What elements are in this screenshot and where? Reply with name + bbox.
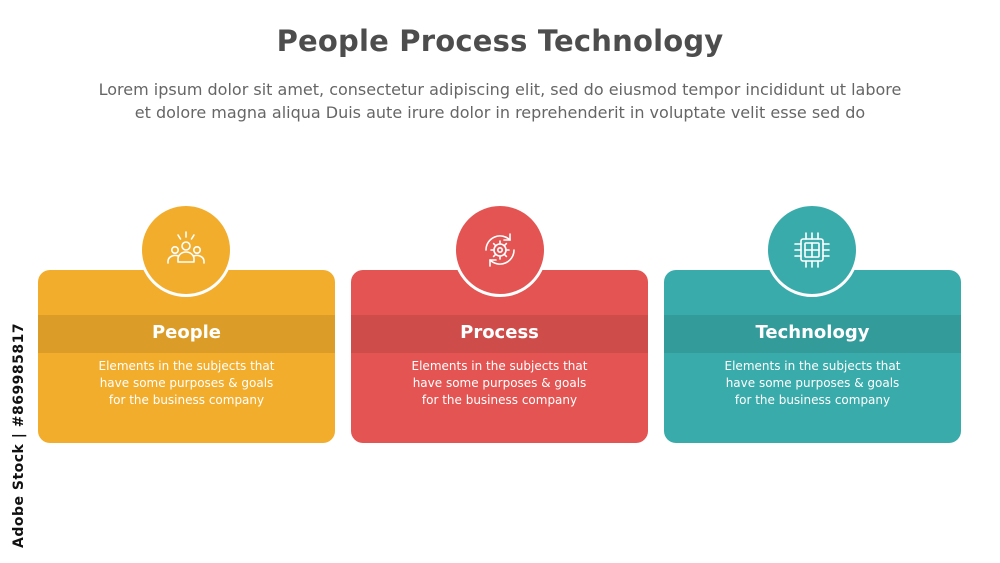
people-icon-circle [139, 203, 233, 297]
people-group-icon [167, 231, 205, 264]
card-title-band [664, 315, 961, 353]
subtitle-line-1: Lorem ipsum dolor sit amet, consectetur … [98, 80, 902, 99]
card-description: Elements in the subjects that have some … [351, 358, 648, 409]
card-description-line: Elements in the subjects that [98, 359, 275, 373]
card-description-line: for the business company [421, 393, 578, 407]
gear-cycle-icon [485, 233, 515, 267]
card-people: People Elements in the subjects that hav… [38, 270, 335, 443]
card-title: People [151, 322, 222, 343]
card-description-line: Elements in the subjects that [411, 359, 588, 373]
card-title: Process [460, 322, 539, 343]
card-title-band [38, 315, 335, 353]
page-subtitle: Lorem ipsum dolor sit amet, consectetur … [40, 78, 960, 124]
stock-watermark-label: Adobe Stock | #869985817 [11, 322, 27, 548]
subtitle-line-2: et dolore magna aliqua Duis aute irure d… [134, 103, 866, 122]
chip-icon [794, 232, 830, 268]
card-description-line: Elements in the subjects that [724, 359, 901, 373]
card-description-line: have some purposes & goals [99, 376, 274, 390]
card-description-line: for the business company [108, 393, 265, 407]
page-title: People Process Technology [276, 24, 724, 58]
process-icon-circle [453, 203, 547, 297]
card-description-line: for the business company [734, 393, 891, 407]
card-process: Process Elements in the subjects that ha… [351, 270, 648, 443]
card-technology: Technology Elements in the subjects that… [664, 270, 961, 443]
card-description-line: have some purposes & goals [725, 376, 900, 390]
technology-icon-circle [765, 203, 859, 297]
card-description: Elements in the subjects that have some … [38, 358, 335, 409]
card-title-band [351, 315, 648, 353]
card-description-line: have some purposes & goals [412, 376, 587, 390]
card-title: Technology [755, 322, 870, 343]
card-description: Elements in the subjects that have some … [664, 358, 961, 409]
